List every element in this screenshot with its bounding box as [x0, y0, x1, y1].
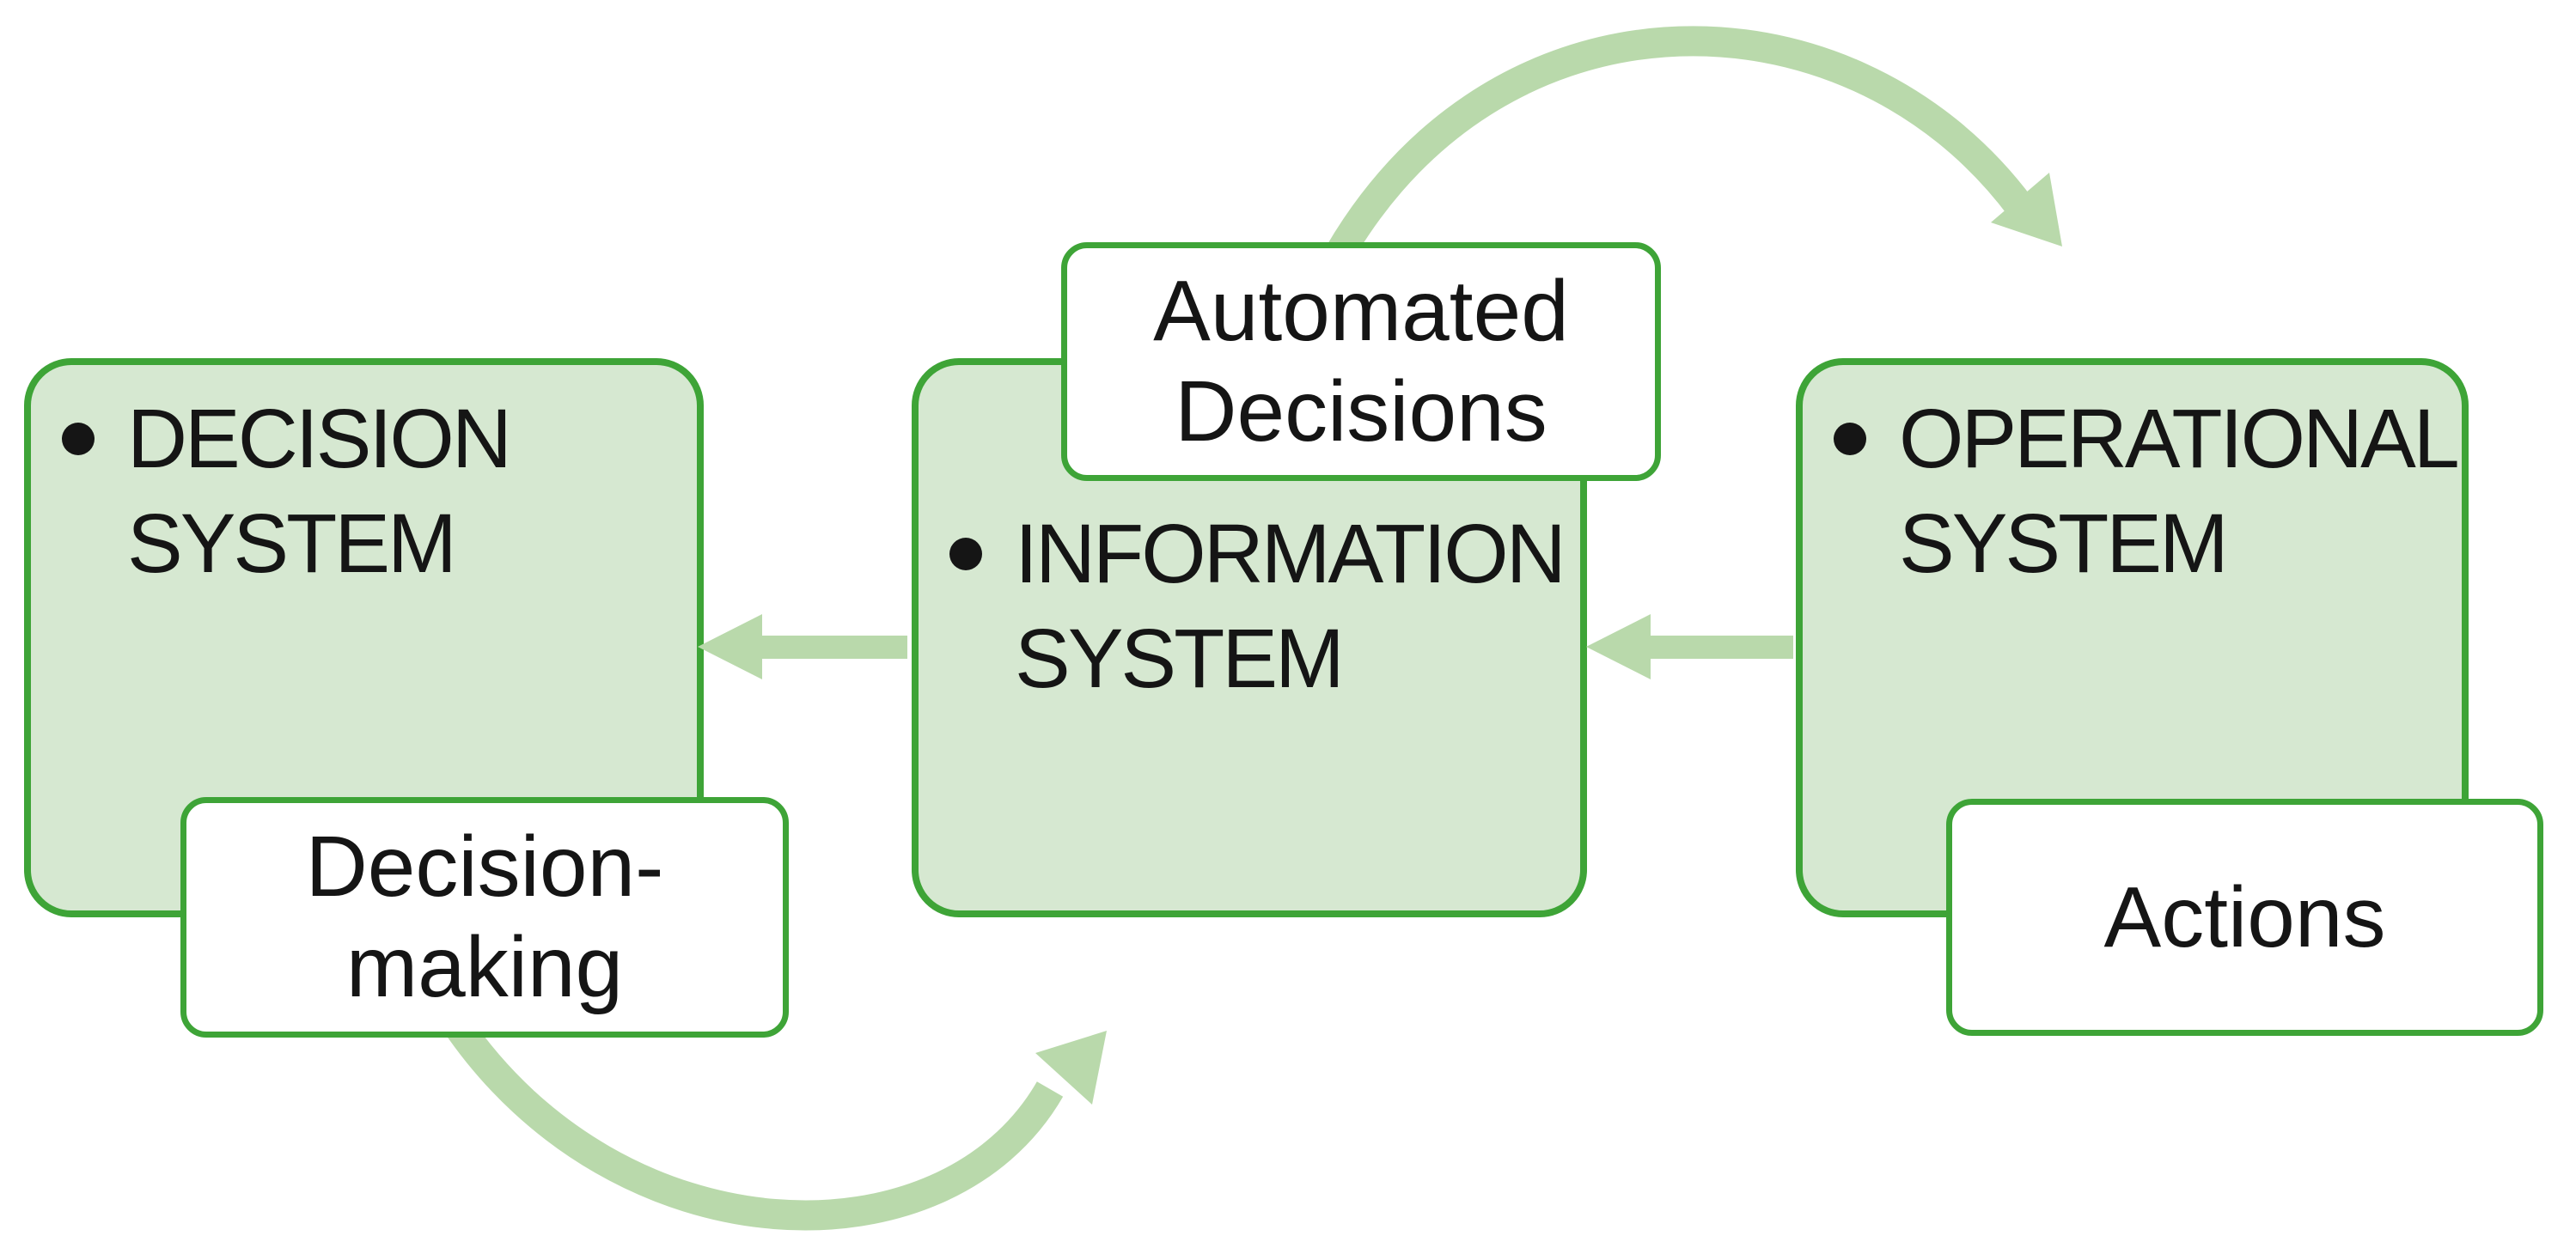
decision-system-content: DECISION SYSTEM [62, 387, 512, 596]
decision-system-line1: DECISION [127, 392, 512, 485]
arrow-left-icon [1586, 614, 1651, 679]
decision-system-label: DECISION SYSTEM [127, 387, 512, 596]
automated-decisions-line1: Automated [1153, 263, 1569, 359]
actions-line1: Actions [2103, 868, 2386, 965]
automated-decisions-label-box: Automated Decisions [1061, 242, 1661, 481]
bullet-icon [949, 538, 982, 570]
automated-decisions-line2: Decisions [1175, 363, 1547, 460]
operational-system-line1: OPERATIONAL [1899, 392, 2460, 485]
arrow-up-right-icon [1035, 1031, 1107, 1105]
arrow-information-to-decision [698, 614, 907, 679]
information-system-line1: INFORMATION [1015, 507, 1566, 600]
arrow-operational-to-information [1586, 614, 1793, 679]
information-system-label: INFORMATION SYSTEM [1015, 502, 1566, 711]
curved-arrow-top [1309, 26, 2062, 290]
decision-system-line2: SYSTEM [127, 496, 457, 590]
operational-system-line2: SYSTEM [1899, 496, 2229, 590]
decision-making-line1: Decision- [305, 819, 664, 915]
operational-system-content: OPERATIONAL SYSTEM [1834, 387, 2460, 596]
arrow-down-right-icon [1991, 173, 2062, 247]
bullet-icon [1834, 423, 1866, 455]
information-system-line2: SYSTEM [1015, 612, 1345, 705]
information-system-content: INFORMATION SYSTEM [949, 502, 1566, 711]
curved-arrow-bottom [443, 1014, 1107, 1231]
decision-making-label-box: Decision- making [180, 797, 789, 1038]
arrow-left-icon [698, 614, 762, 679]
actions-label-box: Actions [1946, 799, 2543, 1036]
bullet-icon [62, 423, 95, 455]
decision-making-line2: making [345, 919, 624, 1015]
operational-system-label: OPERATIONAL SYSTEM [1899, 387, 2460, 596]
